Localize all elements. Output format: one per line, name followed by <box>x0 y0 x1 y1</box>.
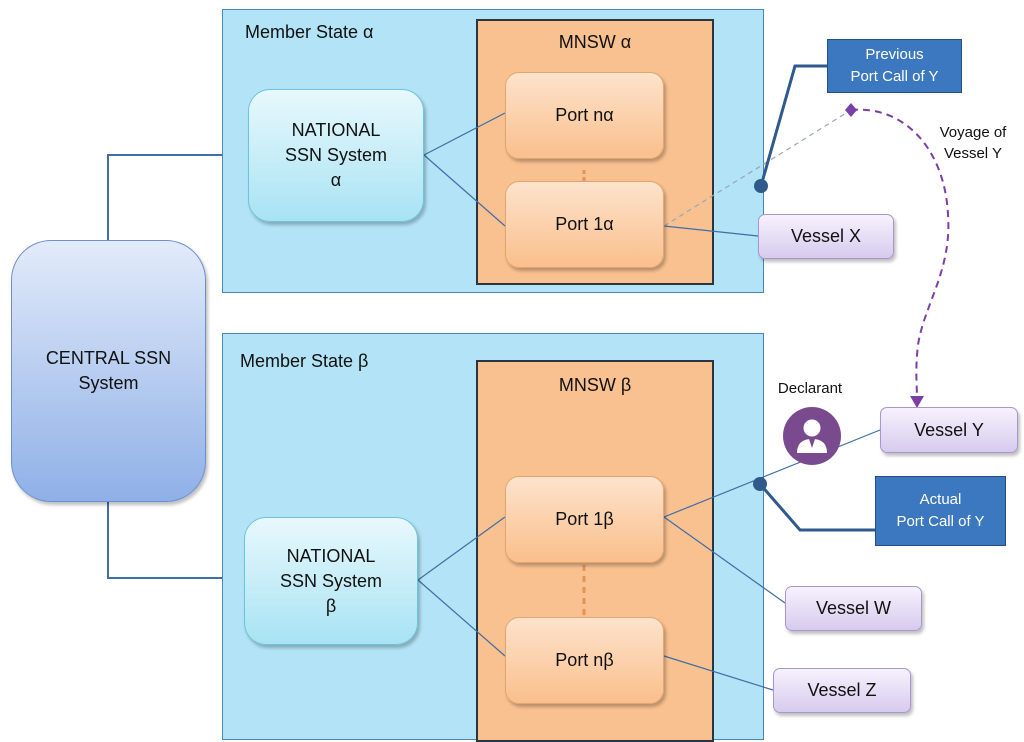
central-to-national-alpha-line <box>107 154 248 240</box>
central-ssn-system: CENTRAL SSN System <box>11 240 206 502</box>
mnsw-beta-label: MNSW β <box>558 375 632 395</box>
voyage-of-vessel-y-path <box>850 108 950 399</box>
national-alpha-to-port-n-alpha-line <box>423 112 506 156</box>
actual-port-call-marker <box>753 477 767 491</box>
national-ssn-system-alpha: NATIONAL SSN System α <box>248 89 424 222</box>
port-1-alpha-to-vessel-x-line <box>663 225 759 237</box>
actual-port-call-line1: Actual <box>919 491 962 508</box>
person-icon <box>783 407 841 465</box>
national-alpha-line1: NATIONAL <box>291 120 381 140</box>
port-n-alpha: Port nα <box>505 72 664 159</box>
previous-port-call-callout: Previous Port Call of Y <box>827 39 962 93</box>
national-ssn-system-beta: NATIONAL SSN System β <box>244 517 418 645</box>
national-beta-line3: β <box>325 595 337 616</box>
voyage-label-line1: Voyage of <box>939 124 1007 141</box>
voyage-arrowhead <box>910 396 924 408</box>
actual-port-call-line2: Port Call of Y <box>896 513 985 530</box>
port-n-beta-to-vessel-z-line <box>663 655 774 691</box>
actual-port-call-callout: Actual Port Call of Y <box>875 476 1006 546</box>
previous-port-call-line2: Port Call of Y <box>850 68 939 85</box>
previous-port-call-dashed-line <box>663 109 852 227</box>
vessel-y: Vessel Y <box>880 407 1018 453</box>
vessel-y-label: Vessel Y <box>914 419 984 440</box>
previous-port-call-pointer <box>759 64 827 187</box>
actual-port-call-pointer <box>758 483 875 532</box>
vessel-w: Vessel W <box>785 586 922 631</box>
voyage-label: Voyage of Vessel Y <box>928 122 1018 164</box>
member-state-beta-label: Member State β <box>240 351 369 371</box>
port-n-beta-label: Port nβ <box>555 650 614 670</box>
national-alpha-to-port-1-alpha-line <box>423 154 506 227</box>
vessel-x-label: Vessel X <box>790 226 862 246</box>
port-1-alpha: Port 1α <box>505 181 664 268</box>
declarant-label: Declarant <box>777 380 843 397</box>
port-1-beta-to-vessel-y-line <box>663 429 881 518</box>
port-1-beta: Port 1β <box>505 476 664 563</box>
vessel-x: Vessel X <box>758 214 894 259</box>
port-n-beta: Port nβ <box>505 617 664 704</box>
voyage-label-line2: Vessel Y <box>943 145 1003 162</box>
national-alpha-line2: SSN System <box>284 145 388 165</box>
national-beta-to-port-1-beta-line <box>417 516 506 581</box>
central-ssn-line1: CENTRAL SSN <box>45 348 172 368</box>
port-n-alpha-label: Port nα <box>555 105 614 125</box>
port-1-beta-to-vessel-w-line <box>663 516 786 604</box>
central-to-national-beta-line <box>107 500 244 579</box>
vessel-z-label: Vessel Z <box>807 680 877 700</box>
port-1-beta-label: Port 1β <box>555 509 614 529</box>
vessel-z: Vessel Z <box>773 668 911 713</box>
member-state-alpha-label: Member State α <box>245 22 374 42</box>
national-beta-line1: NATIONAL <box>286 545 376 566</box>
port-1-alpha-label: Port 1α <box>555 214 614 234</box>
central-ssn-line2: System <box>78 373 139 393</box>
previous-port-call-marker <box>754 179 768 193</box>
national-alpha-line3: α <box>330 170 342 190</box>
national-beta-to-port-n-beta-line <box>417 579 506 657</box>
voyage-start-diamond <box>845 103 857 117</box>
mnsw-alpha-label: MNSW α <box>558 32 632 52</box>
vessel-w-label: Vessel W <box>815 598 892 618</box>
previous-port-call-line1: Previous <box>865 46 924 63</box>
national-beta-line2: SSN System <box>279 570 383 591</box>
